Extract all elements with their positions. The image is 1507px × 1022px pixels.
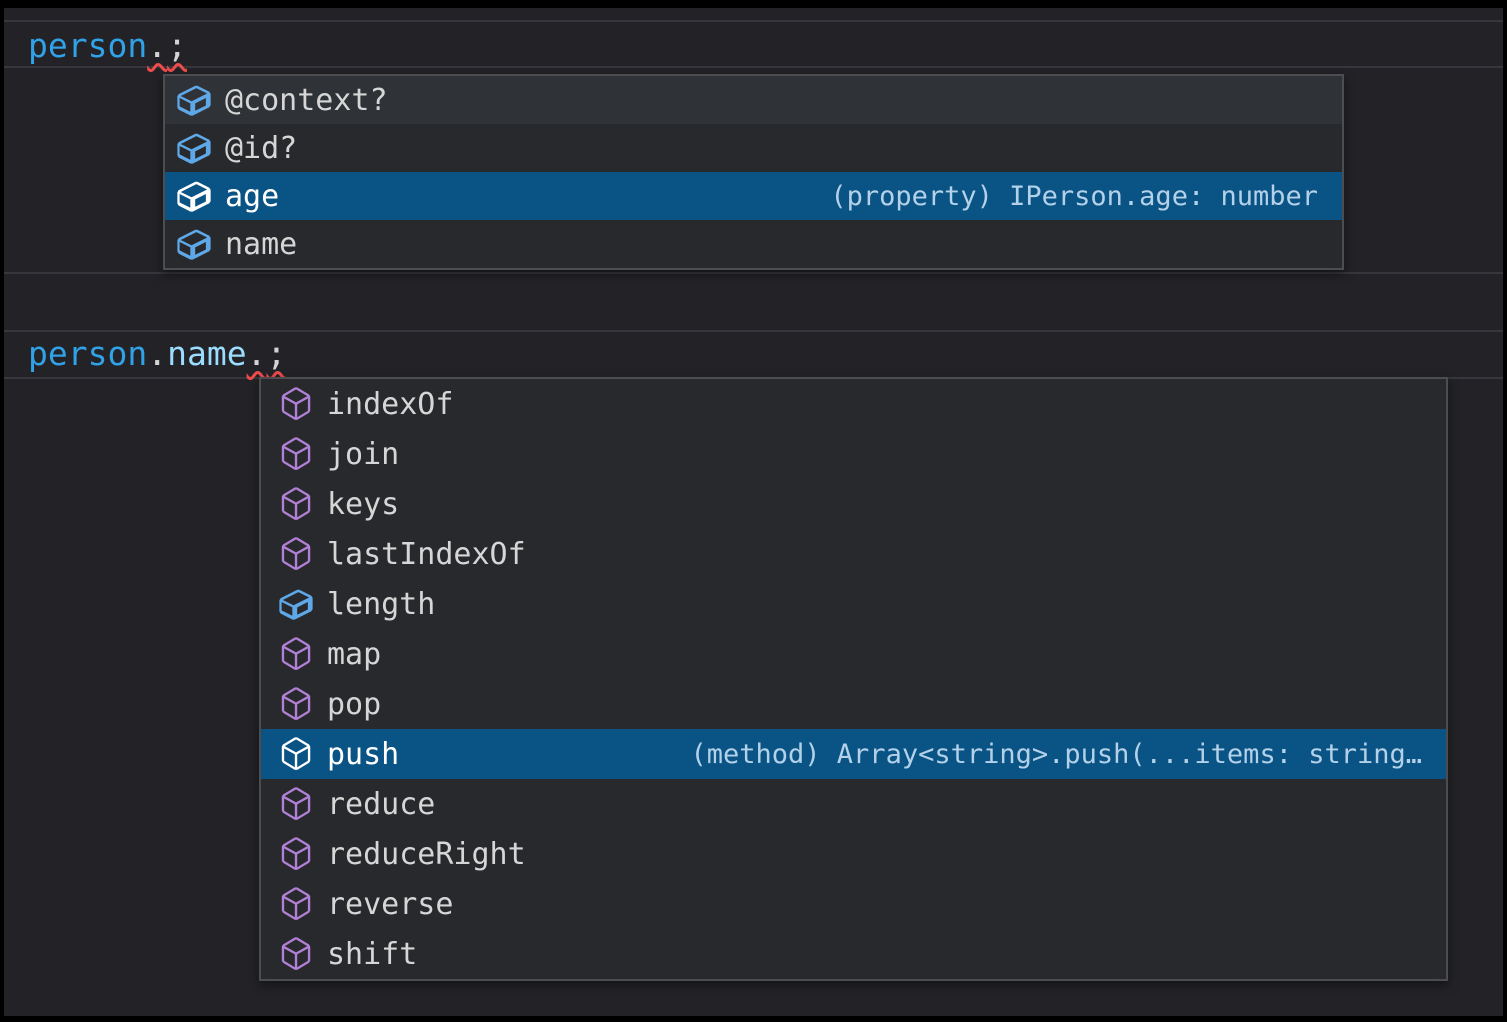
symbol-method-icon (281, 787, 311, 820)
suggestion-item-length[interactable]: length (261, 579, 1446, 629)
line-highlight-border (4, 20, 1503, 22)
suggestion-label: @id? (225, 130, 298, 166)
line-highlight-border (4, 66, 1503, 68)
symbol-field-icon (279, 589, 313, 620)
suggestion-label: reduceRight (327, 836, 526, 872)
suggestion-label: age (225, 178, 280, 214)
suggestion-item-keys[interactable]: keys (261, 479, 1446, 529)
suggestion-item-push[interactable]: push (method) Array<string>.push(...items… (261, 729, 1446, 779)
suggestion-item-join[interactable]: join (261, 429, 1446, 479)
suggestion-label: indexOf (327, 386, 454, 422)
suggestion-label: length (327, 586, 436, 622)
code-token: . (147, 334, 168, 373)
symbol-field-icon (177, 181, 211, 212)
symbol-method-icon (281, 937, 311, 970)
symbol-method-icon (281, 837, 311, 870)
symbol-method-icon (281, 737, 311, 770)
code-line-person[interactable]: person.; (28, 24, 187, 68)
suggestion-label: lastIndexOf (327, 536, 526, 572)
suggestion-item-pop[interactable]: pop (261, 679, 1446, 729)
error-token: . (147, 26, 168, 65)
code-editor[interactable]: person.; person.name.; @context?@id?age(… (4, 8, 1503, 1016)
symbol-field-icon (177, 229, 211, 260)
symbol-method-icon (281, 437, 311, 470)
suggestion-item-reduce[interactable]: reduce (261, 779, 1446, 829)
line-highlight-border (4, 330, 1503, 332)
suggestion-item-reduceright[interactable]: reduceRight (261, 829, 1446, 879)
suggestion-label: join (327, 436, 400, 472)
symbol-field-icon (177, 85, 211, 116)
suggestion-label: shift (327, 936, 418, 972)
suggestion-label: reverse (327, 886, 454, 922)
suggestion-item-id[interactable]: @id? (165, 124, 1342, 172)
suggest-widget-person-members: @context? @id? age (property) IPerson.age: … (163, 74, 1344, 270)
symbol-method-icon (281, 637, 311, 670)
suggestion-label: map (327, 636, 382, 672)
suggestion-item-context[interactable]: @context? (165, 76, 1342, 124)
screenshot-seam-line (4, 272, 1503, 274)
suggestion-item-reverse[interactable]: reverse (261, 879, 1446, 929)
error-token: ; (167, 26, 187, 65)
code-token: name (167, 334, 247, 373)
error-token: ; (266, 334, 287, 373)
suggestion-detail: (method) Array<string>.push(...items: st… (690, 738, 1423, 770)
suggestion-item-indexof[interactable]: indexOf (261, 379, 1446, 429)
suggestion-detail: (property) IPerson.age: number (830, 180, 1318, 212)
suggestion-label: reduce (327, 786, 436, 822)
suggestion-label: @context? (225, 82, 388, 118)
suggestion-label: name (225, 226, 298, 262)
suggestion-item-shift[interactable]: shift (261, 929, 1446, 979)
suggestion-item-lastindexof[interactable]: lastIndexOf (261, 529, 1446, 579)
suggestion-item-map[interactable]: map (261, 629, 1446, 679)
code-token: person (28, 334, 148, 373)
suggestion-label: push (327, 736, 400, 772)
suggestion-item-age[interactable]: age (property) IPerson.age: number (165, 172, 1342, 220)
symbol-method-icon (281, 387, 311, 420)
suggestion-item-name[interactable]: name (165, 220, 1342, 268)
symbol-method-icon (281, 887, 311, 920)
symbol-method-icon (281, 537, 311, 570)
code-token: person (28, 26, 148, 65)
symbol-field-icon (177, 133, 211, 164)
code-line-person-name[interactable]: person.name.; (28, 332, 286, 376)
symbol-method-icon (281, 687, 311, 720)
suggest-widget-string-members: indexOf join keys lastIndexOf length map pop pu… (259, 377, 1448, 981)
suggestion-label: keys (327, 486, 400, 522)
symbol-method-icon (281, 487, 311, 520)
error-token: . (246, 334, 267, 373)
suggestion-label: pop (327, 686, 382, 722)
